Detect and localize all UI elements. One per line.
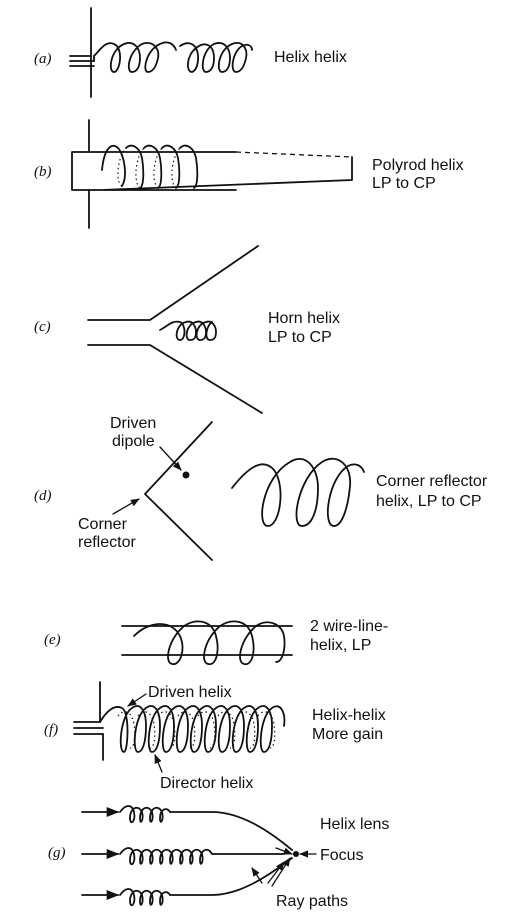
lens-helix-middle bbox=[119, 847, 285, 866]
panel-f: (f) Driven helix Director helix Helix-he… bbox=[44, 681, 386, 792]
panel-b-label-1: Polyrod helix bbox=[372, 157, 464, 174]
panel-e-label-1: 2 wire-line- bbox=[310, 618, 388, 635]
panel-a: (a) Helix helix bbox=[34, 7, 347, 98]
panel-c-label-2: LP to CP bbox=[268, 329, 332, 346]
horn-helix bbox=[159, 320, 217, 341]
focus-point bbox=[293, 851, 299, 857]
polyrod-helix bbox=[101, 144, 199, 189]
wire-line-helix bbox=[133, 620, 286, 665]
panel-d-tag: (d) bbox=[34, 488, 52, 504]
lens-helix-top bbox=[119, 805, 293, 851]
panel-e-label-2: helix, LP bbox=[310, 637, 371, 654]
ray-paths-arrow-2 bbox=[267, 861, 285, 884]
director-helix-arrow bbox=[154, 754, 163, 773]
panel-c-tag: (c) bbox=[34, 319, 51, 335]
ray-arrow-middle bbox=[275, 847, 293, 855]
feed-line bbox=[69, 7, 95, 98]
panel-d-label-1: Corner reflector bbox=[376, 473, 488, 490]
panel-g-tag: (g) bbox=[48, 845, 66, 861]
ray-paths-label: Ray paths bbox=[276, 893, 348, 910]
panel-c: (c) Horn helix LP to CP bbox=[34, 245, 340, 414]
panel-d-label-2: helix, LP to CP bbox=[376, 493, 482, 510]
panel-b-tag: (b) bbox=[34, 164, 52, 180]
corner-reflector-helix bbox=[231, 457, 365, 527]
driven-dipole-arrow bbox=[159, 446, 182, 471]
driven-dipole-label-1: Driven bbox=[110, 415, 156, 432]
corner-reflector-label-2: reflector bbox=[78, 534, 136, 551]
driven-dipole-dot bbox=[182, 471, 190, 479]
focus-label: Focus bbox=[320, 847, 364, 864]
panel-f-label-1: Helix-helix bbox=[312, 707, 386, 724]
panel-f-tag: (f) bbox=[44, 722, 58, 738]
panel-b: (b) Polyrod helix LP to CP bbox=[34, 119, 464, 229]
driven-helix-label: Driven helix bbox=[148, 684, 232, 701]
feed-line-f bbox=[73, 681, 104, 761]
horn bbox=[87, 245, 263, 414]
driven-helix-f bbox=[99, 705, 286, 753]
driven-dipole-label-2: dipole bbox=[112, 433, 155, 450]
panel-e-tag: (e) bbox=[44, 632, 61, 648]
panel-b-label-2: LP to CP bbox=[372, 175, 436, 192]
corner-reflector-label-1: Corner bbox=[78, 516, 128, 533]
parasitic-helix bbox=[179, 42, 253, 73]
ray-paths-arrow-1 bbox=[251, 867, 263, 884]
panel-a-tag: (a) bbox=[34, 51, 52, 67]
panel-g-label: Helix lens bbox=[320, 816, 389, 833]
corner-reflector bbox=[144, 421, 213, 561]
driven-helix-arrow bbox=[127, 693, 147, 707]
polyrod bbox=[71, 151, 353, 191]
corner-reflector-arrow bbox=[112, 498, 140, 515]
polyrod-edge bbox=[235, 151, 353, 158]
panel-d: (d) Driven dipole Corner reflector Corne… bbox=[34, 415, 488, 561]
panel-c-label-1: Horn helix bbox=[268, 310, 340, 327]
panel-f-label-2: More gain bbox=[312, 726, 383, 743]
polyrod-helix-hidden bbox=[117, 147, 181, 189]
director-helix-label: Director helix bbox=[160, 775, 253, 792]
lens-helix-bottom bbox=[119, 857, 293, 907]
panel-a-label: Helix helix bbox=[274, 49, 347, 66]
panel-g: (g) Helix lens Focus Ray paths bbox=[48, 805, 389, 910]
ray-paths-arrow-3 bbox=[271, 857, 291, 887]
panel-e: (e) 2 wire-line- helix, LP bbox=[44, 618, 388, 665]
driven-helix bbox=[93, 41, 177, 73]
